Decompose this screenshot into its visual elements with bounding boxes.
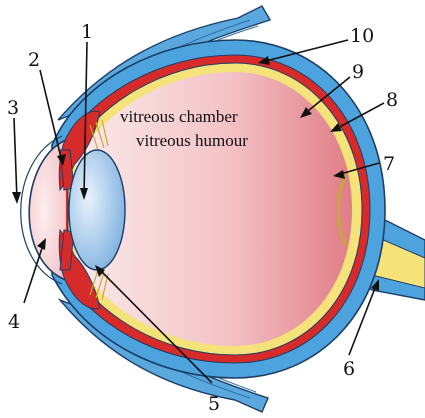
label-7: 7 <box>383 153 395 175</box>
label-8: 8 <box>386 89 398 111</box>
vitreous-humour-label: vitreous humour <box>136 131 248 150</box>
pointer-line-4 <box>24 242 44 303</box>
label-10: 10 <box>350 25 374 47</box>
lens <box>69 150 125 270</box>
label-1: 1 <box>81 21 93 43</box>
label-4: 4 <box>8 311 20 333</box>
label-3: 3 <box>7 97 19 119</box>
label-2: 2 <box>28 49 40 71</box>
label-9: 9 <box>352 61 364 83</box>
label-6: 6 <box>343 358 355 380</box>
pointer-line-2 <box>40 70 62 162</box>
label-5: 5 <box>208 393 220 415</box>
vitreous-chamber-label: vitreous chamber <box>120 107 238 126</box>
arrowhead-3 <box>12 192 21 204</box>
pointer-line-3 <box>14 118 17 200</box>
